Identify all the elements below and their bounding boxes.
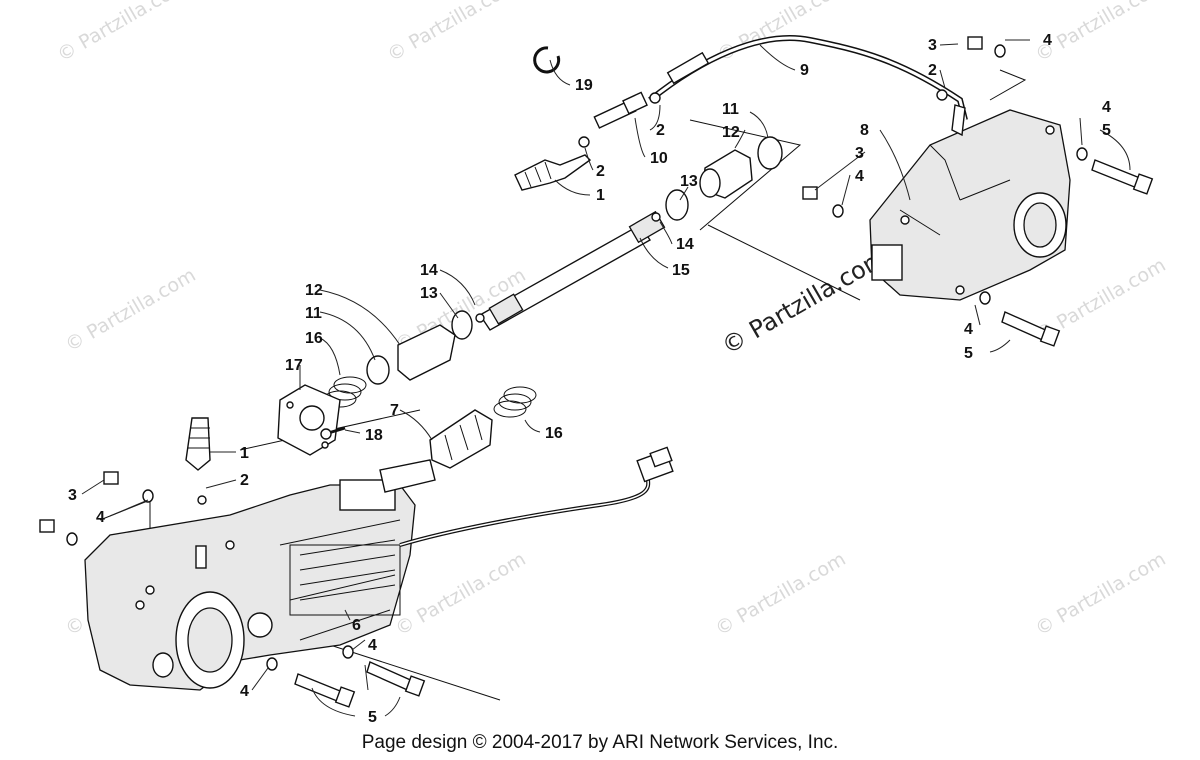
callout-labels: 19 9 2 10 2 1 11 12 13 14 15 8 3 4 3 2 4… (68, 32, 1111, 726)
front-driveshaft (475, 210, 666, 331)
clip (578, 136, 590, 148)
shift-cable (648, 35, 968, 121)
callout-19: 19 (575, 77, 593, 94)
clip (649, 92, 661, 104)
screw (320, 426, 346, 440)
callout-4: 4 (855, 168, 864, 185)
driveshaft-boot-lower (366, 310, 473, 385)
callout-4: 4 (368, 637, 377, 654)
callout-4: 4 (1043, 32, 1052, 49)
callout-7: 7 (390, 402, 399, 419)
callout-3: 3 (68, 487, 77, 504)
callout-13: 13 (420, 285, 438, 302)
callout-10: 10 (650, 150, 668, 167)
springs (323, 376, 537, 418)
retainer-ring (533, 46, 561, 74)
callout-5: 5 (1102, 122, 1111, 139)
driveshaft-boot-upper (665, 136, 783, 221)
callout-5: 5 (368, 709, 377, 726)
callout-3: 3 (928, 37, 937, 54)
callout-4: 4 (96, 509, 105, 526)
rubber-boot-7 (429, 409, 493, 469)
transmission-hardware (39, 471, 426, 708)
callout-4: 4 (240, 683, 249, 700)
callout-1: 1 (240, 445, 249, 462)
flange-plate (277, 384, 341, 456)
callout-1: 1 (596, 187, 605, 204)
center-watermark: © Partzilla.com (717, 243, 891, 360)
rubber-boot-upper (514, 154, 592, 191)
callout-2: 2 (656, 122, 665, 139)
callout-2: 2 (240, 472, 249, 489)
cable-end (593, 91, 648, 129)
watermark-text: © Partzilla.com (54, 0, 192, 66)
callout-16: 16 (545, 425, 563, 442)
callout-11: 11 (722, 101, 739, 118)
footer-copyright: Page design © 2004-2017 by ARI Network S… (361, 732, 839, 753)
callout-14: 14 (420, 262, 438, 279)
callout-17: 17 (285, 357, 303, 374)
callout-4: 4 (1102, 99, 1111, 116)
callout-2: 2 (596, 163, 605, 180)
callout-11: 11 (305, 305, 322, 322)
watermark-text: © Partzilla.com (384, 0, 522, 66)
transmission-assembly (84, 446, 674, 691)
callout-3: 3 (855, 145, 864, 162)
callout-18: 18 (365, 427, 383, 444)
watermark-text: © Partzilla.com (1032, 548, 1170, 640)
rubber-boot-lower (185, 417, 211, 471)
clip (197, 495, 207, 505)
callout-16: 16 (305, 330, 323, 347)
watermark-text: © Partzilla.com (62, 264, 200, 356)
clip (936, 89, 948, 101)
watermark-text: © Partzilla.com (1032, 0, 1170, 66)
callout-12: 12 (722, 124, 740, 141)
callout-8: 8 (860, 122, 869, 139)
watermark-text: © Partzilla.com (712, 548, 850, 640)
watermark-text: © Partzilla.com (392, 548, 530, 640)
callout-9: 9 (800, 62, 809, 79)
callout-6: 6 (352, 617, 361, 634)
callout-15: 15 (672, 262, 690, 279)
front-diff-hardware (802, 36, 1154, 347)
callout-12: 12 (305, 282, 323, 299)
watermark-text: © Partzilla.com (714, 0, 852, 66)
front-differential (869, 104, 1071, 301)
callout-4: 4 (964, 321, 973, 338)
callout-14: 14 (676, 236, 694, 253)
leader-lines (81, 39, 1131, 717)
callout-2: 2 (928, 62, 937, 79)
callout-13: 13 (680, 173, 698, 190)
callout-5: 5 (964, 345, 973, 362)
